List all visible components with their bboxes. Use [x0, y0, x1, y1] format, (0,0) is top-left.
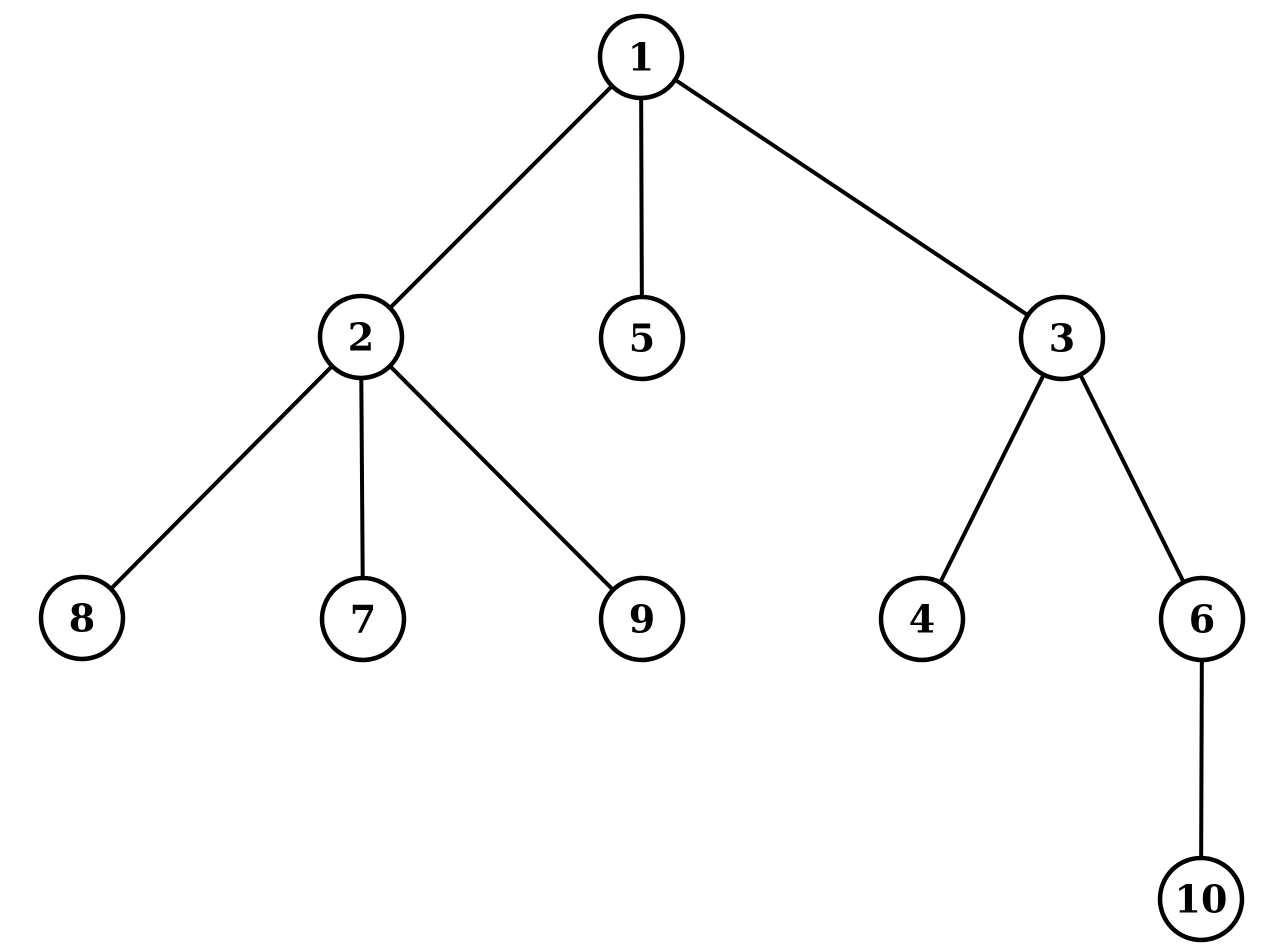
node-circle: [597, 13, 685, 101]
tree-edge-3-6: [1060, 337, 1204, 620]
tree-node-7: 7: [319, 575, 407, 663]
node-circle: [598, 575, 686, 663]
tree-edge-6-10: [1199, 618, 1204, 900]
node-label: 9: [629, 596, 655, 641]
node-label: 10: [1175, 876, 1228, 921]
tree-edge-2-7: [359, 336, 365, 620]
tree-node-8: 8: [38, 574, 126, 662]
tree-node-2: 2: [317, 293, 405, 381]
node-label: 6: [1189, 596, 1215, 641]
node-circle: [1158, 575, 1246, 663]
tree-edge-1-3: [639, 55, 1064, 340]
tree-node-10: 10: [1157, 855, 1245, 943]
tree-edge-1-5: [639, 56, 644, 339]
tree-node-5: 5: [598, 294, 686, 382]
tree-edge-3-4: [920, 337, 1064, 620]
tree-node-3: 3: [1018, 294, 1106, 382]
node-label: 1: [628, 34, 654, 79]
node-label: 3: [1049, 315, 1075, 360]
node-circle: [598, 294, 686, 382]
node-label: 5: [629, 315, 655, 360]
node-circle: [1157, 855, 1245, 943]
tree-edge-2-9: [359, 335, 644, 621]
node-circle: [319, 575, 407, 663]
tree-node-6: 6: [1158, 575, 1246, 663]
tree-edge-1-2: [359, 55, 643, 339]
tree-edge-2-8: [80, 335, 363, 620]
node-label: 8: [69, 595, 95, 640]
node-circle: [1018, 294, 1106, 382]
node-circle: [317, 293, 405, 381]
node-label: 4: [909, 596, 935, 641]
node-label: 2: [348, 314, 374, 359]
tree-node-4: 4: [878, 575, 966, 663]
node-label: 7: [350, 596, 376, 641]
tree-node-9: 9: [598, 575, 686, 663]
node-circle: [38, 574, 126, 662]
tree-node-1: 1: [597, 13, 685, 101]
node-circle: [878, 575, 966, 663]
